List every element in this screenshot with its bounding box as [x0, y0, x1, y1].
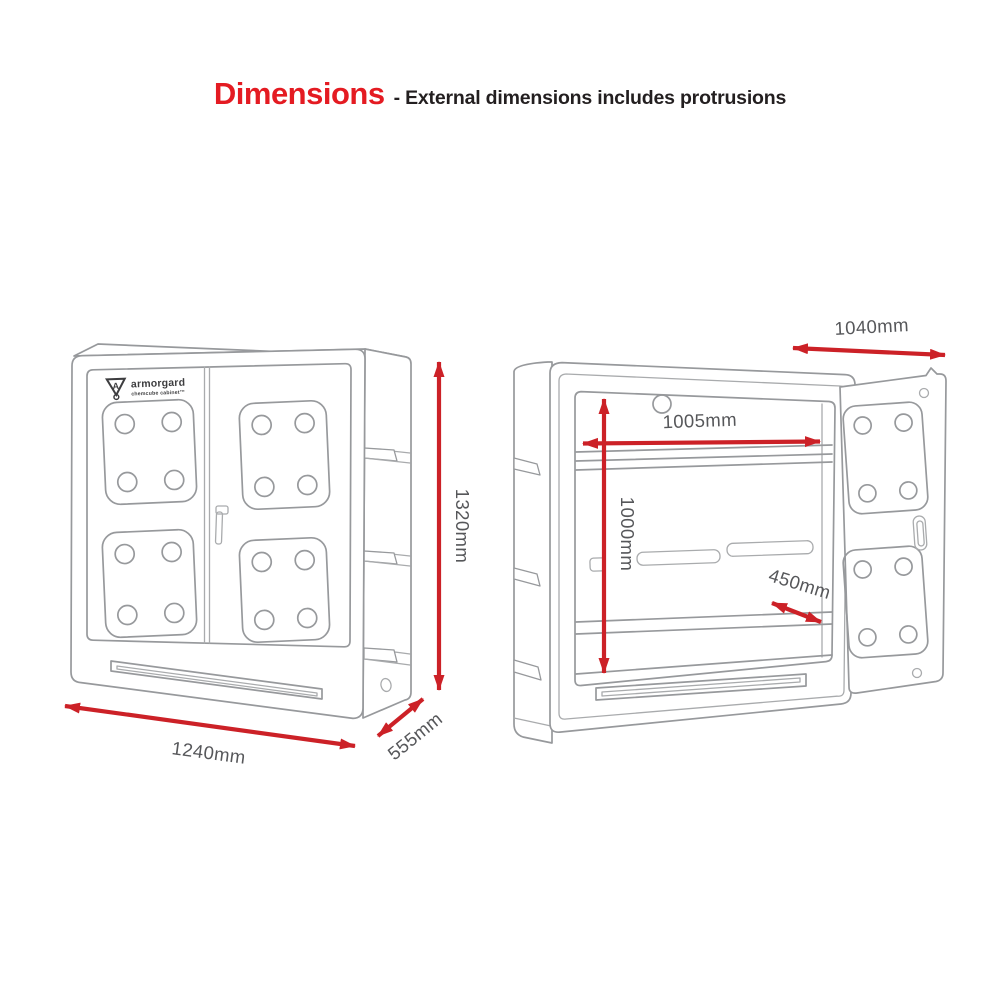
dimension-label-internal-width: 1005mm: [662, 409, 737, 433]
bolt-circle: [894, 413, 913, 432]
bolt-circle: [853, 560, 873, 579]
dimension-height: 1320mm: [433, 361, 473, 691]
bolt-circle: [853, 416, 873, 435]
title-subtitle: - External dimensions includes protrusio…: [393, 87, 787, 109]
dimension-arrow: [771, 601, 822, 624]
back-wall-slot: [636, 549, 721, 566]
bottom-recess-strip: [595, 673, 807, 701]
bolt-circle: [114, 413, 136, 435]
bolt-circle: [898, 481, 918, 500]
bolt-circle: [251, 551, 273, 573]
bolt-circle: [161, 541, 182, 563]
dimension-internal-height: 1000mm: [598, 398, 638, 674]
door-panel: [842, 545, 929, 659]
side-groove-bands: [513, 457, 552, 727]
door-panel: [842, 401, 929, 515]
dimensions-diagram: A armorgard chemcube cabinet™ 1320mm 124…: [64, 314, 947, 768]
bolt-circle: [116, 471, 138, 493]
dimension-arrow: [792, 343, 946, 360]
dimension-width: 1240mm: [64, 702, 356, 768]
page-title: Dimensions - External dimensions include…: [0, 76, 1000, 112]
logo-brand-text: armorgard: [131, 377, 186, 391]
dimension-label-overall-width: 1040mm: [834, 314, 909, 339]
dimension-internal-width: 1005mm: [582, 409, 821, 449]
logo-emblem-letter: A: [112, 381, 119, 391]
dimension-label-height: 1320mm: [452, 489, 473, 563]
door-slab: [839, 367, 947, 694]
bolt-circle: [161, 411, 183, 433]
open-door: [839, 367, 947, 694]
bolt-circle: [296, 474, 318, 496]
dimension-label-width: 1240mm: [171, 737, 247, 768]
hinge-hole: [911, 667, 923, 679]
door-panel: [238, 399, 331, 511]
dimension-label-internal-height: 1000mm: [617, 497, 638, 571]
dimension-depth: 555mm: [376, 697, 447, 764]
bolt-circle: [163, 602, 185, 624]
dimension-arrow: [64, 702, 356, 750]
bolt-circle: [294, 412, 315, 434]
door-panel: [238, 536, 331, 644]
interior-opening: [574, 390, 836, 687]
dimension-arrow: [582, 436, 821, 449]
door-handle-slot: [912, 515, 928, 551]
dimension-label-depth: 555mm: [384, 708, 447, 764]
door-handle: [214, 505, 229, 545]
dimension-arrow: [376, 697, 425, 738]
door-panel: [101, 528, 198, 639]
bolt-circle: [898, 625, 918, 644]
bolt-circle: [114, 543, 136, 565]
door-frame: [86, 362, 352, 648]
bolt-circle: [296, 607, 318, 629]
bolt-circle: [253, 609, 275, 631]
open-cabinet-view: 1040mm 1005mm 1000mm 450mm: [513, 314, 947, 744]
door-panel: [101, 398, 198, 506]
hinge-hole: [918, 387, 930, 399]
logo-product-text: chemcube cabinet™: [131, 390, 185, 398]
bolt-circle: [858, 627, 877, 647]
bolt-circle: [254, 476, 275, 498]
title-heading: Dimensions: [213, 76, 385, 111]
closed-cabinet-view: A armorgard chemcube cabinet™ 1320mm 124…: [64, 343, 473, 768]
dimension-overall-width: 1040mm: [792, 314, 946, 360]
bolt-circle: [858, 483, 877, 503]
cabinet-side-face: [513, 361, 553, 744]
back-wall-slot: [726, 540, 814, 557]
bolt-circle: [894, 557, 913, 576]
bolt-circle: [294, 549, 316, 571]
back-wall-hole: [652, 394, 672, 414]
side-drain-hole: [380, 677, 392, 693]
bottom-recess-strip: [110, 660, 323, 700]
bolt-circle: [163, 469, 185, 491]
bolt-circle: [251, 414, 273, 436]
brand-logo: A armorgard chemcube cabinet™: [105, 377, 186, 401]
bolt-circle: [117, 604, 138, 626]
